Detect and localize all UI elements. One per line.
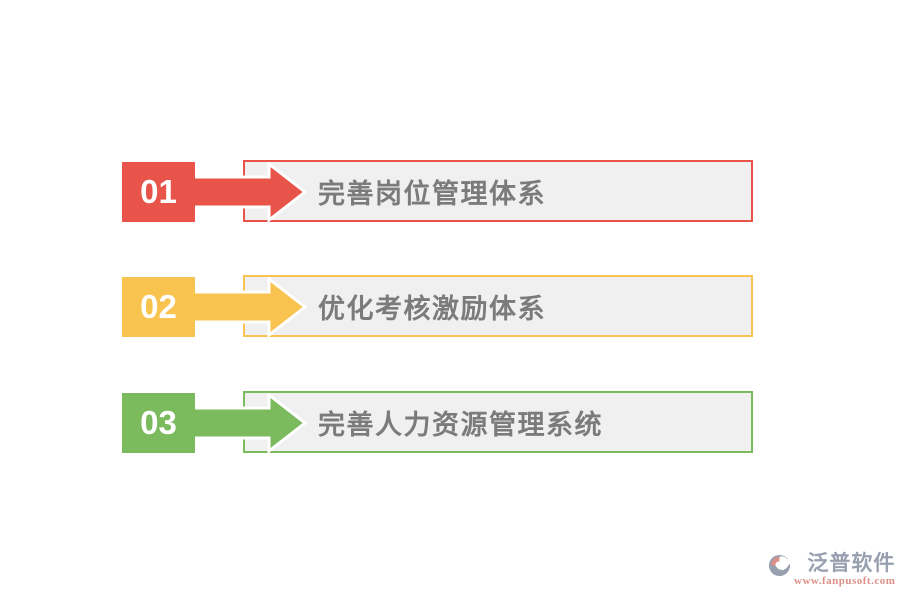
step-3-label-box: 完善人力资源管理系统 (243, 391, 753, 453)
step-1-number: 01 (140, 172, 177, 210)
fanpu-logo-icon (768, 554, 791, 577)
step-row-2: 02 优化考核激励体系 (0, 275, 900, 339)
brand-watermark: 泛普软件 www.fanpusoft.com (768, 552, 895, 588)
step-2-label: 优化考核激励体系 (318, 293, 546, 324)
step-row-1: 01 完善岗位管理体系 (0, 160, 900, 224)
arrow-right-icon (193, 162, 308, 222)
arrow-right-icon (193, 277, 308, 337)
step-1-label: 完善岗位管理体系 (318, 178, 546, 209)
step-1-label-box: 完善岗位管理体系 (243, 160, 753, 222)
brand-url: www.fanpusoft.com (794, 575, 896, 588)
watermark-texts: 泛普软件 www.fanpusoft.com (794, 552, 895, 588)
step-3-label: 完善人力资源管理系统 (318, 409, 603, 440)
step-2-number-badge: 02 (122, 277, 195, 337)
brand-name: 泛普软件 (807, 552, 896, 575)
step-1-number-badge: 01 (122, 162, 195, 222)
step-2-label-box: 优化考核激励体系 (243, 275, 753, 337)
step-row-3: 03 完善人力资源管理系统 (0, 391, 900, 455)
step-3-number-badge: 03 (122, 393, 195, 453)
step-2-number: 02 (140, 287, 177, 325)
arrow-right-icon (193, 393, 308, 453)
step-3-number: 03 (140, 403, 177, 441)
